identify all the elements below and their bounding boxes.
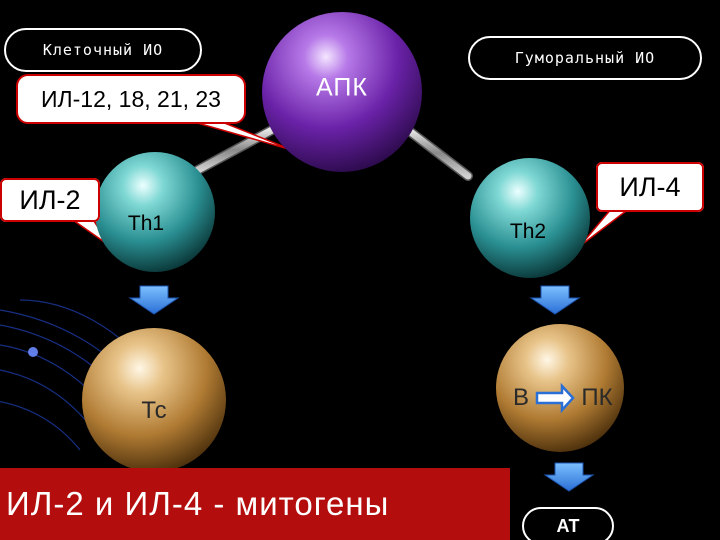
apk-sphere xyxy=(262,12,422,172)
tc-sphere xyxy=(82,328,226,472)
plasma-cell-label: ПК xyxy=(581,384,613,411)
callout-il12: ИЛ-12, 18, 21, 23 xyxy=(16,74,246,124)
callout-il2: ИЛ-2 xyxy=(0,178,100,222)
background-dot xyxy=(28,347,38,357)
callout-il4: ИЛ-4 xyxy=(596,162,704,212)
b-pk-sphere xyxy=(496,324,624,452)
down-arrow-pk-at xyxy=(543,462,595,492)
down-arrow-th2-b xyxy=(529,285,581,315)
down-arrow-th1-tc xyxy=(128,285,180,315)
th2-label: Th2 xyxy=(509,220,547,243)
mitogens-banner: ИЛ-2 и ИЛ-4 - митогены xyxy=(0,468,510,540)
th1-label: Th1 xyxy=(127,212,165,235)
th2-sphere xyxy=(470,158,590,278)
tc-label: Тс xyxy=(141,397,167,424)
b-cell-label: В xyxy=(512,384,530,411)
th1-sphere xyxy=(95,152,215,272)
cell-immunity-pill: Клеточный ИО xyxy=(4,28,202,72)
humoral-immunity-pill: Гуморальный ИО xyxy=(468,36,702,80)
connector-apk-th1 xyxy=(193,125,277,175)
right-arrow-b-pk xyxy=(535,382,575,414)
apk-label: АПК xyxy=(316,73,368,102)
connector-apk-th2 xyxy=(403,125,473,181)
antibody-pill: АТ xyxy=(522,507,614,540)
